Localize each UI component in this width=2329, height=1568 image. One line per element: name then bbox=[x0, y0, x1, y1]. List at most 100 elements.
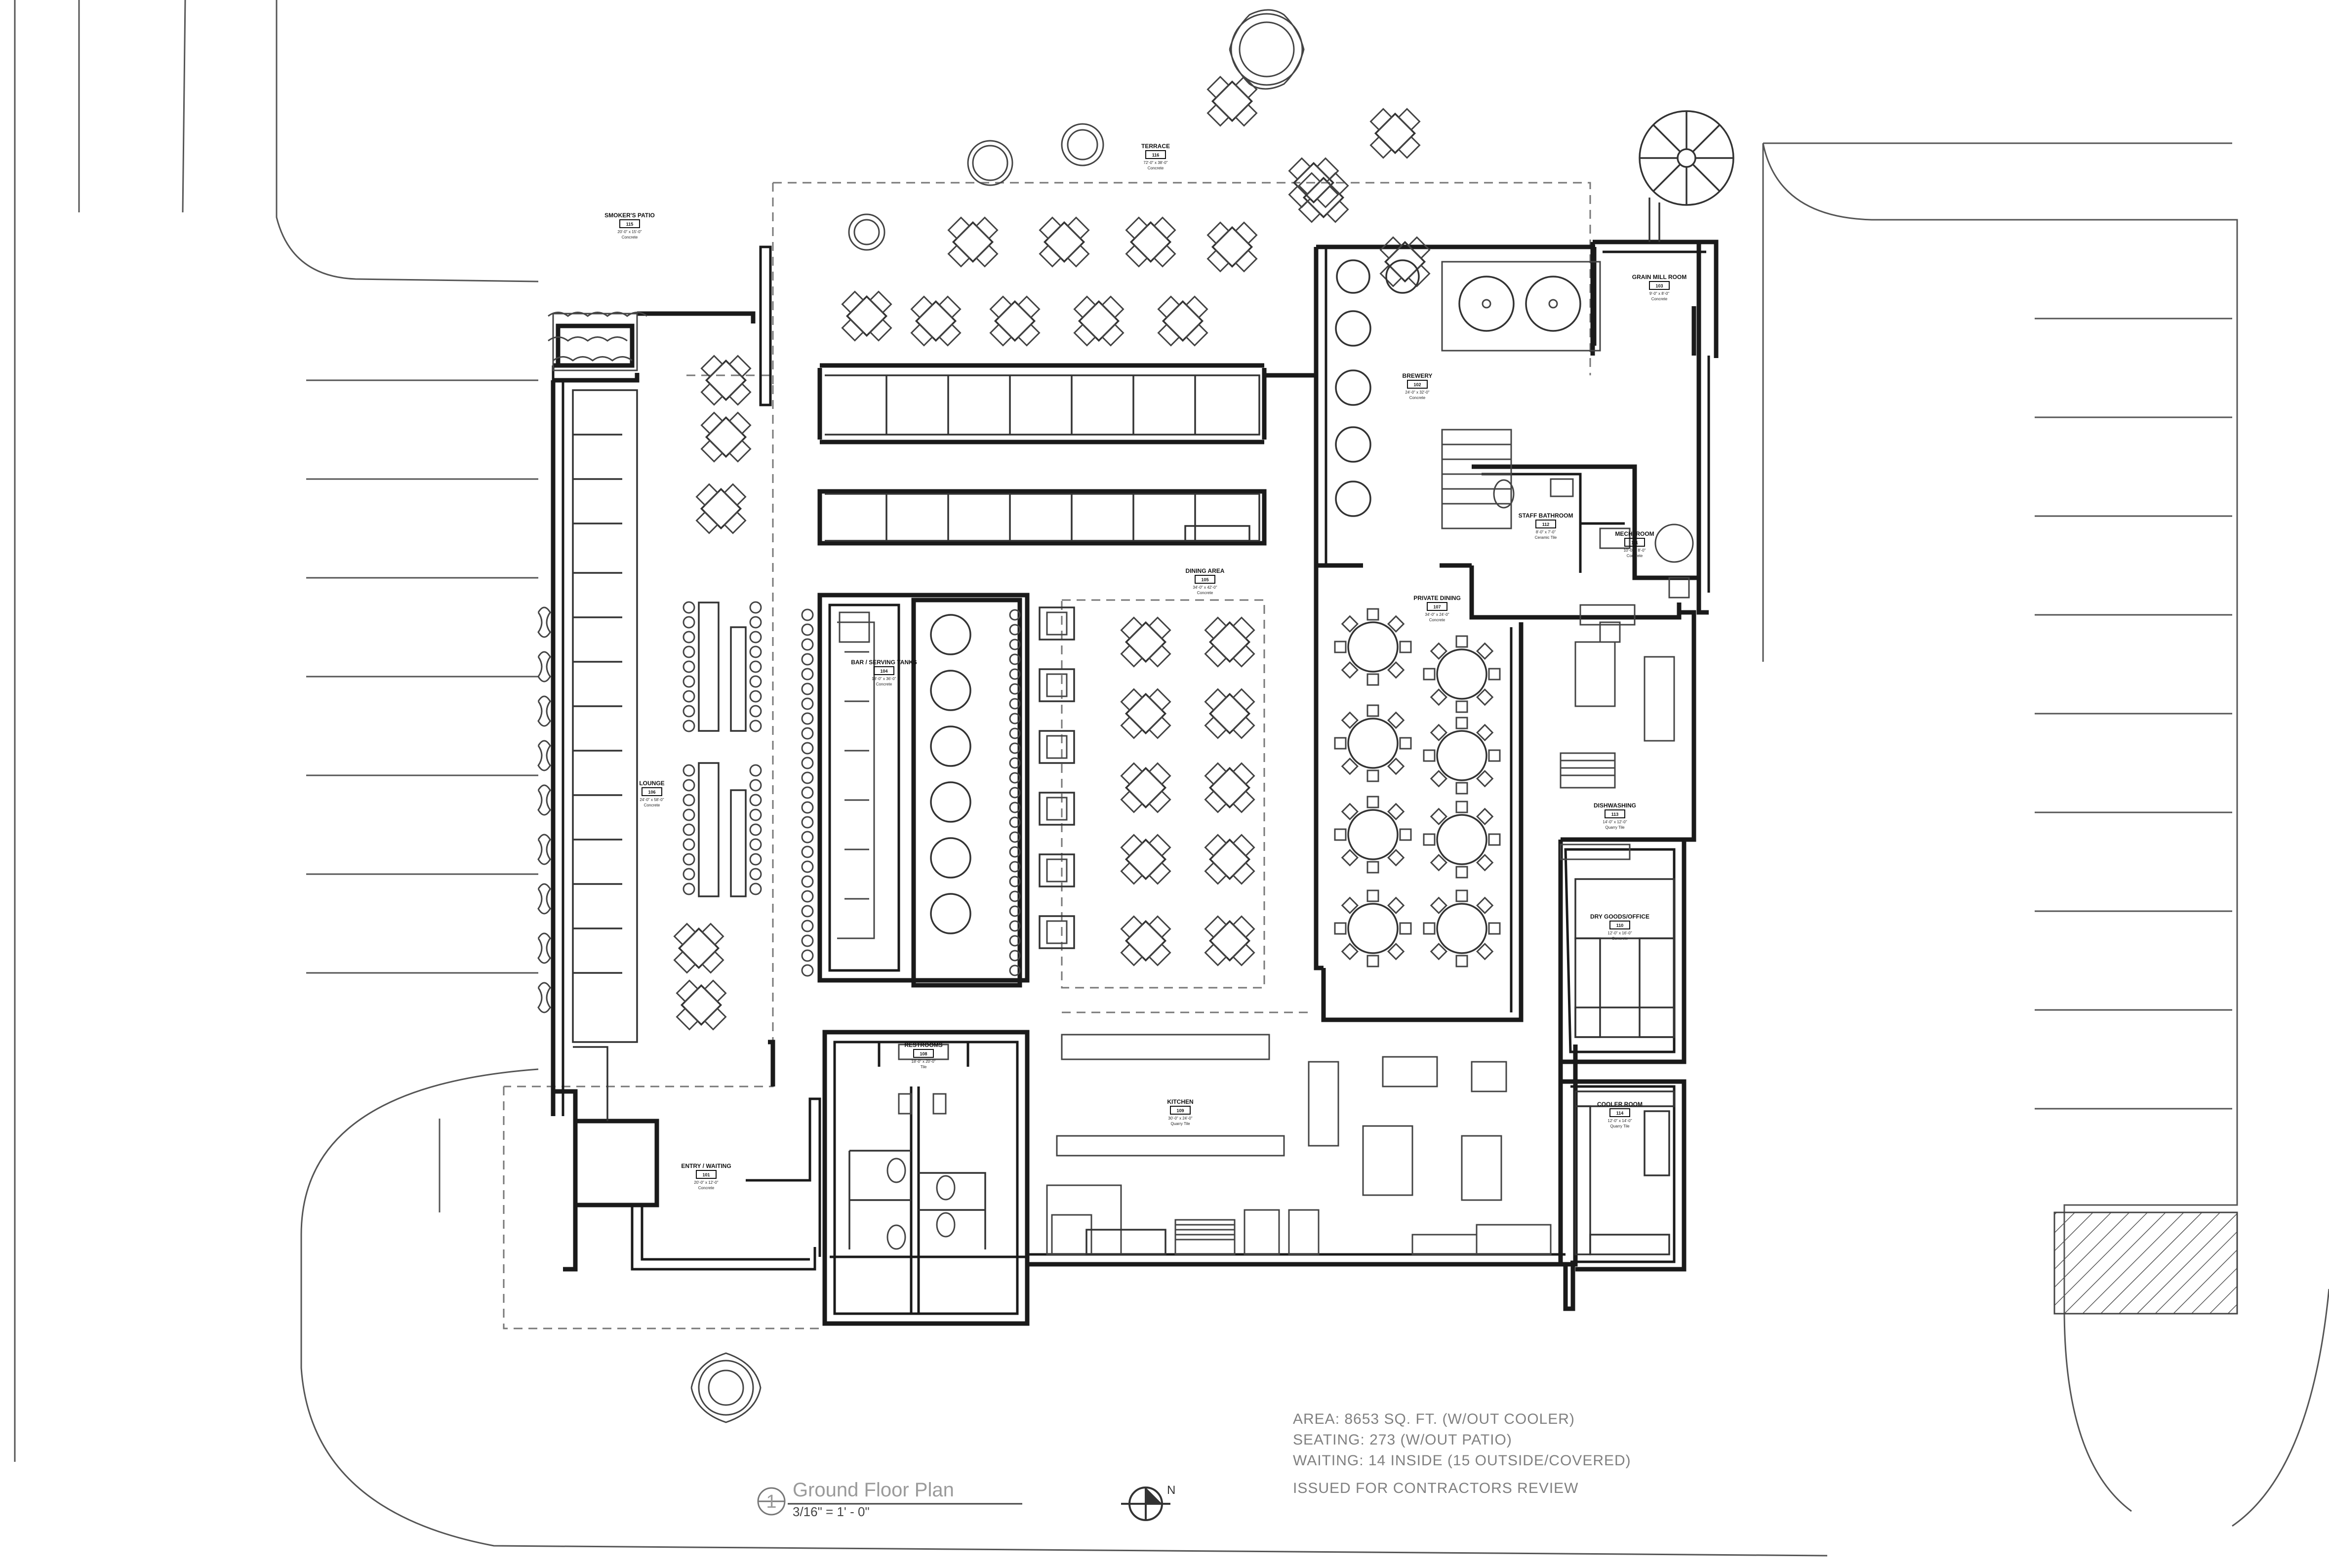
stool bbox=[749, 868, 762, 881]
svg-text:Quarry Tile: Quarry Tile bbox=[1610, 1124, 1630, 1128]
svg-text:108: 108 bbox=[920, 1051, 927, 1056]
bar-stool bbox=[1009, 802, 1021, 813]
back-of-house bbox=[1560, 604, 1675, 1255]
bar-stool bbox=[801, 683, 814, 695]
svg-text:72'-0" x 38'-0": 72'-0" x 38'-0" bbox=[1143, 161, 1167, 165]
svg-text:12'-0" x 14'-0": 12'-0" x 14'-0" bbox=[1607, 1119, 1632, 1123]
square-tables bbox=[673, 76, 1431, 1031]
table-4top bbox=[1073, 295, 1124, 347]
stool bbox=[683, 720, 695, 732]
svg-text:105: 105 bbox=[1201, 577, 1208, 582]
svg-text:KITCHEN: KITCHEN bbox=[1167, 1098, 1193, 1105]
site-lines bbox=[14, 0, 2329, 1557]
stool bbox=[749, 764, 762, 777]
svg-text:109: 109 bbox=[1176, 1108, 1184, 1113]
bar-stool bbox=[801, 623, 814, 636]
table-4top bbox=[989, 295, 1041, 347]
table-4top bbox=[947, 216, 999, 268]
bar-stool bbox=[801, 816, 814, 829]
stool bbox=[683, 631, 695, 643]
svg-text:Concrete: Concrete bbox=[876, 682, 892, 686]
svg-text:114: 114 bbox=[1616, 1111, 1624, 1116]
bar-stool bbox=[801, 638, 814, 651]
stool bbox=[683, 764, 695, 777]
bar-stool bbox=[801, 771, 814, 784]
round-tables bbox=[1334, 608, 1501, 967]
svg-text:Concrete: Concrete bbox=[622, 235, 638, 240]
stool bbox=[749, 705, 762, 718]
round-table bbox=[1334, 889, 1412, 967]
stool bbox=[683, 779, 695, 792]
stool bbox=[749, 853, 762, 866]
bar-stool bbox=[1009, 950, 1021, 962]
table-4top bbox=[1206, 221, 1258, 273]
serving-tank bbox=[930, 725, 971, 767]
svg-text:107: 107 bbox=[1433, 604, 1441, 609]
bar-stool bbox=[801, 934, 814, 947]
table-4top bbox=[1039, 216, 1090, 268]
serving-tank bbox=[930, 614, 971, 655]
svg-text:GRAIN MILL ROOM: GRAIN MILL ROOM bbox=[1632, 274, 1687, 281]
table-4top bbox=[1120, 915, 1171, 966]
hedge-row bbox=[537, 312, 647, 1013]
dining-booths bbox=[1039, 606, 1075, 949]
svg-text:Concrete: Concrete bbox=[698, 1186, 715, 1190]
table-4top bbox=[1120, 834, 1171, 885]
svg-text:10'-0" x 8'-0": 10'-0" x 8'-0" bbox=[1624, 548, 1646, 553]
bar-stool bbox=[1009, 846, 1021, 858]
stool bbox=[683, 660, 695, 673]
svg-text:STAFF BATHROOM: STAFF BATHROOM bbox=[1519, 512, 1573, 519]
lounge-high-tables bbox=[683, 601, 762, 897]
stool bbox=[749, 794, 762, 806]
bar-stool bbox=[801, 875, 814, 888]
stool bbox=[683, 601, 695, 614]
stool bbox=[749, 838, 762, 851]
stool bbox=[683, 645, 695, 658]
bar-stool bbox=[801, 608, 814, 621]
svg-text:9'-0" x 8'-0": 9'-0" x 8'-0" bbox=[1649, 291, 1669, 296]
svg-text:Concrete: Concrete bbox=[1429, 618, 1446, 622]
bar-stool bbox=[801, 905, 814, 918]
bar-stool bbox=[1009, 727, 1021, 739]
stool bbox=[683, 808, 695, 821]
bar-stool bbox=[1009, 639, 1021, 650]
stool bbox=[683, 853, 695, 866]
stool bbox=[749, 660, 762, 673]
bar-stool bbox=[801, 890, 814, 903]
svg-text:104: 104 bbox=[880, 669, 887, 674]
landscape-elements bbox=[690, 9, 1734, 1423]
svg-text:24'-0" x 32'-0": 24'-0" x 32'-0" bbox=[1405, 390, 1429, 395]
bar-stool bbox=[801, 949, 814, 962]
svg-text:Concrete: Concrete bbox=[1627, 554, 1643, 558]
serving-tank bbox=[930, 837, 971, 879]
round-table bbox=[1423, 801, 1501, 879]
serving-tank bbox=[930, 781, 971, 823]
stool bbox=[683, 690, 695, 703]
svg-text:12'-0" x 16'-0": 12'-0" x 16'-0" bbox=[1607, 931, 1632, 935]
svg-text:34'-0" x 42'-0": 34'-0" x 42'-0" bbox=[1193, 585, 1217, 590]
bar-stool bbox=[1009, 831, 1021, 843]
stool bbox=[749, 823, 762, 836]
svg-text:18'-0" x 20'-0": 18'-0" x 20'-0" bbox=[911, 1059, 935, 1064]
bar-stool bbox=[801, 801, 814, 814]
svg-text:Ceramic Tile: Ceramic Tile bbox=[1535, 535, 1557, 540]
bar-stool bbox=[1009, 816, 1021, 828]
booth bbox=[1039, 668, 1075, 702]
table-4top bbox=[673, 923, 724, 974]
svg-text:BAR / SERVING TANKS: BAR / SERVING TANKS bbox=[851, 659, 917, 666]
svg-text:MECH. ROOM: MECH. ROOM bbox=[1615, 530, 1654, 537]
bar-stool bbox=[1009, 905, 1021, 917]
svg-text:Concrete: Concrete bbox=[1148, 166, 1164, 170]
svg-text:Concrete: Concrete bbox=[1409, 396, 1426, 400]
svg-text:Concrete: Concrete bbox=[1197, 591, 1213, 595]
